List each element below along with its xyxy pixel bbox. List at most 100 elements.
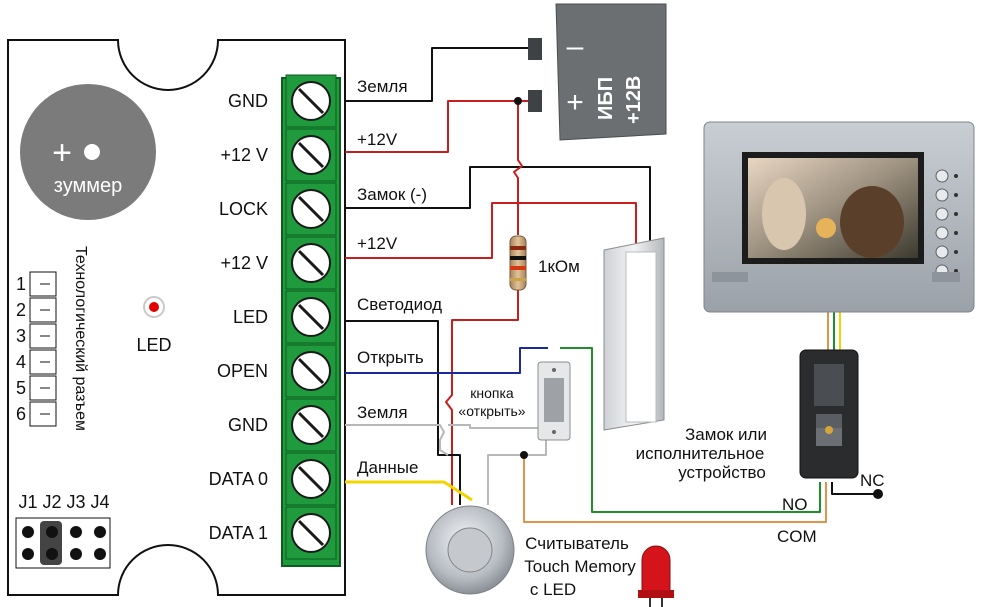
wire-data (345, 480, 473, 502)
wire-label-12v-a: +12V (357, 130, 398, 149)
wire-resistor-feed (513, 101, 523, 235)
buzzer: + зуммер (20, 84, 156, 220)
terminal-label: +12 V (220, 145, 268, 165)
lock-label-3: устройство (678, 463, 766, 482)
button-label-2: «открыть» (458, 403, 525, 419)
buzzer-label: зуммер (54, 175, 122, 197)
nc-terminal (873, 489, 883, 499)
monitor-button (935, 169, 949, 183)
jumper-pin (22, 548, 34, 560)
wires (345, 47, 883, 523)
monitor-button (935, 207, 949, 221)
jumper-pin (94, 548, 106, 560)
terminal-7: GND (228, 398, 337, 452)
psu-plus: + (566, 86, 584, 119)
terminal-label: DATA 0 (209, 469, 268, 489)
wire-label-led: Светодиод (357, 295, 442, 314)
tech-pin-number: 5 (16, 378, 26, 398)
jumper-label: J3 (66, 492, 85, 512)
wire-label-lock: Замок (-) (357, 185, 427, 204)
tech-pin-number: 4 (16, 352, 26, 372)
terminal-3: LOCK (219, 182, 337, 236)
wire-button-no (560, 347, 821, 513)
screen-flowers (816, 218, 836, 238)
jumper-pin (70, 548, 82, 560)
intercom-no: NO (782, 495, 808, 514)
wire-led (345, 320, 461, 505)
terminal-screw-slot (297, 249, 325, 277)
monitor-button (935, 226, 949, 240)
jumper-label: J2 (42, 492, 61, 512)
jumper-pin (22, 526, 34, 538)
buzzer-plus-sign: + (52, 134, 72, 172)
monitor-button-icon (954, 231, 958, 235)
terminal-screw-slot (297, 195, 325, 223)
intercom-monitor (703, 121, 975, 313)
junction-psu-plus (514, 97, 522, 105)
terminal-label: LOCK (219, 199, 268, 219)
terminal-6: OPEN (217, 344, 337, 398)
terminal-screw-slot (297, 465, 325, 493)
magnetic-lock: Замок или исполнительное устройство (603, 237, 767, 482)
wire-label-open: Открыть (357, 348, 424, 367)
wire-labels: Земля +12V Замок (-) +12V Светодиод Откр… (357, 77, 442, 477)
tech-connector-label: Технологический разъем (72, 246, 89, 431)
tech-pin-2: 2 (16, 297, 57, 323)
jumper-label: J4 (90, 492, 109, 512)
wire-label-ground-2: Земля (357, 403, 408, 422)
wire-gnd-psu (345, 47, 530, 102)
screen-woman (840, 186, 904, 258)
psu-name: ИБП (595, 77, 617, 120)
board-led-label: LED (136, 335, 171, 355)
tech-pin-number: 6 (16, 404, 26, 424)
board-led: LED (136, 296, 172, 355)
psu-voltage: +12В (623, 76, 645, 124)
terminal-4: +12 V (220, 236, 337, 290)
terminal-label: GND (228, 91, 268, 111)
terminal-screw-slot (297, 357, 325, 385)
jumper-pin (46, 548, 58, 560)
wire-nc (831, 482, 878, 495)
reader-label-1: Считыватель (525, 534, 629, 553)
intercom-com: COM (777, 527, 817, 546)
terminal-label: DATA 1 (209, 523, 268, 543)
tech-pin-number: 3 (16, 326, 26, 346)
terminal-screw-slot (297, 87, 325, 115)
monitor-button-icon (954, 193, 958, 197)
jumper-label: J1 (18, 492, 37, 512)
buzzer-dot (84, 144, 100, 160)
screen-child (762, 178, 806, 250)
reader-led-icon (638, 545, 674, 607)
reader-label-2: Touch Memory (524, 557, 636, 576)
reader-label-3: с LED (530, 580, 576, 599)
terminal-8: DATA 0 (209, 452, 337, 506)
button-label-1: кнопка (470, 385, 514, 401)
call-panel: NO NC COM (777, 349, 885, 546)
psu: – + ИБП +12В (528, 3, 667, 141)
monitor-button-icon (954, 174, 958, 178)
tech-pin-3: 3 (16, 323, 57, 349)
terminal-label: OPEN (217, 361, 268, 381)
wire-resistor-out (445, 290, 519, 505)
resistor: 1кОм (509, 235, 580, 291)
tech-pin-1: 1 (16, 271, 57, 297)
tech-pin-5: 5 (16, 375, 57, 401)
wire-lock-minus (345, 166, 651, 250)
intercom-nc: NC (860, 471, 885, 490)
monitor-button (935, 245, 949, 259)
terminal-9: DATA 1 (209, 506, 337, 560)
wire-open (345, 347, 548, 374)
terminal-1: GND (228, 74, 337, 128)
terminal-label: GND (228, 415, 268, 435)
jumper-pin (94, 526, 106, 538)
terminal-screw-slot (297, 303, 325, 331)
monitor-button-icon (954, 212, 958, 216)
terminal-label: +12 V (220, 253, 268, 273)
psu-minus: – (567, 30, 584, 63)
jumper-pin (46, 526, 58, 538)
monitor-button-icon (954, 250, 958, 254)
terminal-screw-slot (297, 411, 325, 439)
wire-label-data: Данные (357, 458, 418, 477)
wire-com (523, 455, 827, 523)
